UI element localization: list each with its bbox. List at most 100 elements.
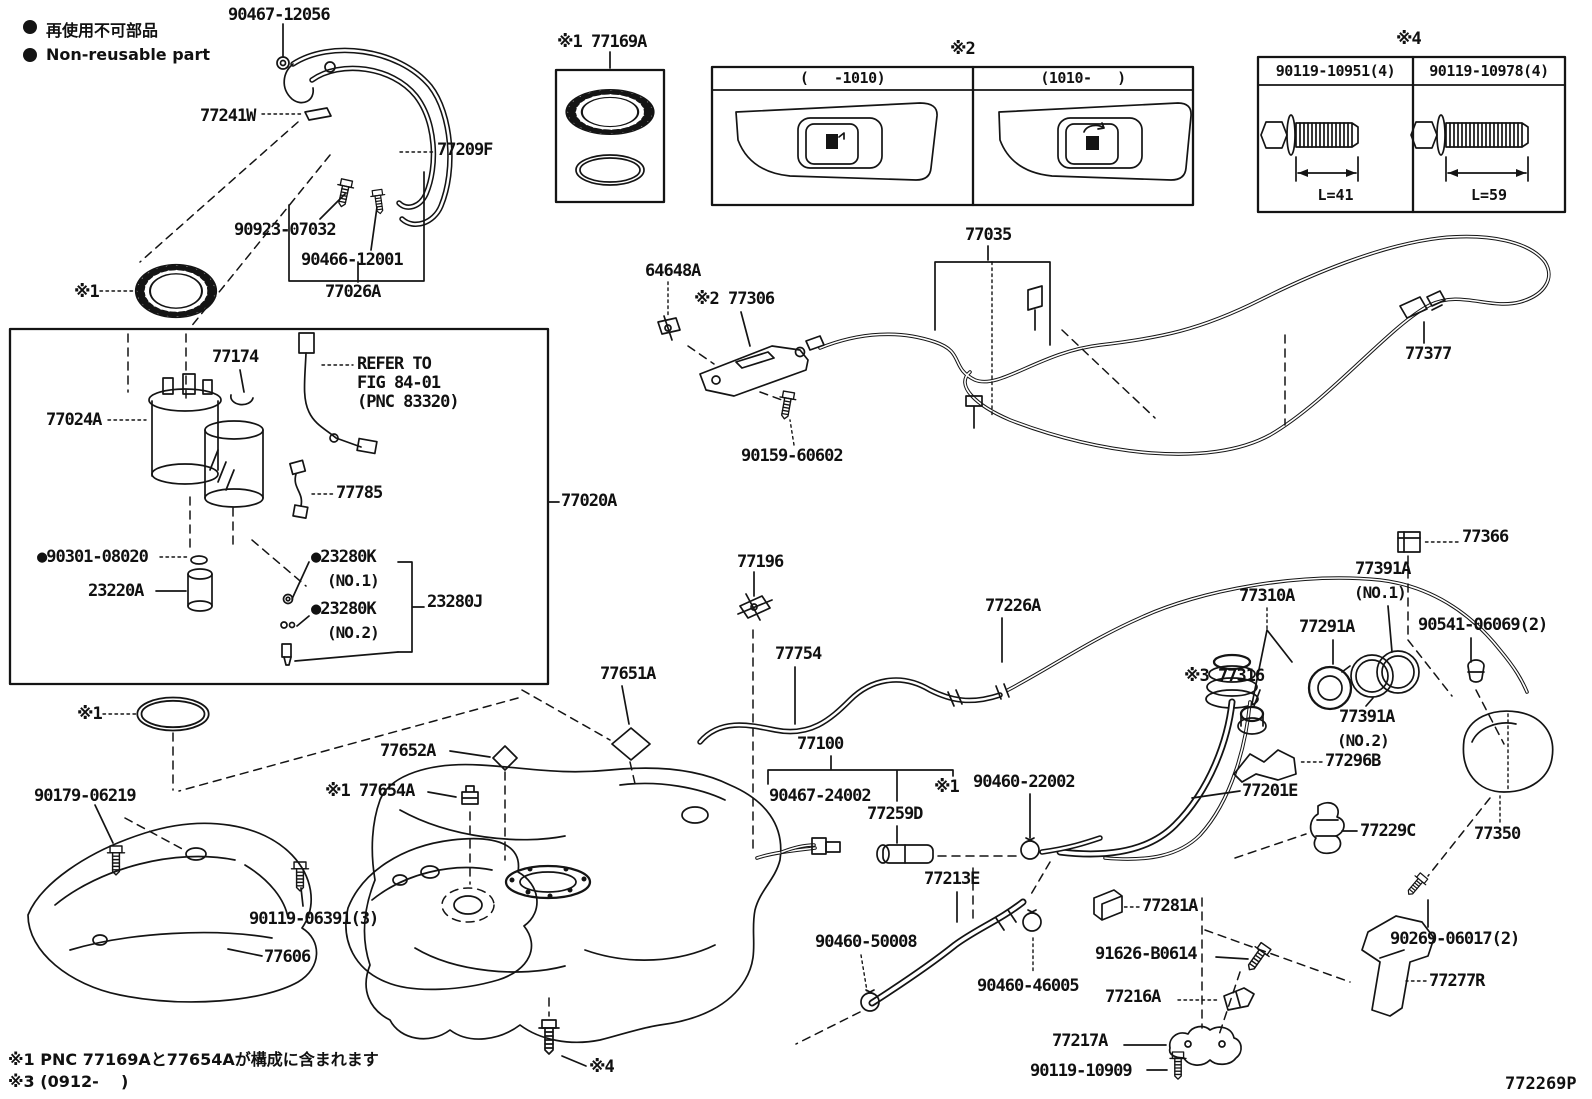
- callout-77259D[interactable]: 77259D: [867, 804, 923, 824]
- callout-77306[interactable]: ※2 77306: [694, 289, 775, 309]
- air-duct-77277R: [1361, 915, 1435, 1017]
- callout-77316[interactable]: ※3 77316: [1184, 666, 1265, 686]
- leader-lines: [94, 23, 1501, 1071]
- inset-pump-ring-label[interactable]: ※1 77169A: [557, 32, 647, 52]
- inset-bolt-left-length: L=41: [1317, 186, 1354, 204]
- tank-band-bolt-ref4: [538, 997, 560, 1055]
- callout-90467-12056[interactable]: 90467-12056: [228, 5, 331, 25]
- callout-77216A[interactable]: 77216A: [1105, 987, 1161, 1007]
- inset-boxes: [8, 55, 1567, 686]
- callout-77201E[interactable]: 77201E: [1242, 781, 1298, 801]
- callout-90460-50008[interactable]: 90460-50008: [815, 932, 918, 952]
- callout-77281A[interactable]: 77281A: [1142, 896, 1198, 916]
- tank-seal-oring: [124, 696, 519, 852]
- callout-91626-B0614[interactable]: 91626-B0614: [1095, 944, 1198, 964]
- cable-connector-77377: [1399, 290, 1446, 319]
- callout-90541-06069[interactable]: 90541-06069(2): [1418, 615, 1548, 635]
- inset-lid-left-header: ( -1010): [799, 69, 886, 87]
- callout-77217A[interactable]: 77217A: [1052, 1031, 1108, 1051]
- callout-77277R[interactable]: 77277R: [1429, 971, 1485, 991]
- filler-hose-77213E: [795, 898, 1042, 1045]
- callout-77754[interactable]: 77754: [775, 644, 822, 664]
- breather-hose-77209F: [139, 47, 453, 329]
- fuel-tube-cluster: [767, 755, 1103, 921]
- callout-90460-46005[interactable]: 90460-46005: [977, 976, 1080, 996]
- grommet-90541: [1467, 659, 1505, 745]
- inset-bolt-right-part[interactable]: 90119-10978(4): [1429, 62, 1549, 80]
- inset-lid-label: ※2: [950, 39, 976, 59]
- nonreusable-bullet-icon: [23, 20, 37, 62]
- lid-lock-control-cable-77035: [794, 234, 1551, 456]
- ref-mark-4-bottom: ※4: [589, 1057, 615, 1077]
- inset-lid-right-header: (1010- ): [1040, 69, 1126, 87]
- callout-23280K-no1[interactable]: ●23280K: [311, 547, 377, 567]
- callout-90119-06391[interactable]: 90119-06391(3): [249, 909, 379, 929]
- ref-mark-1-top: ※1: [74, 282, 100, 302]
- drawing-number: 772269P: [1505, 1074, 1577, 1094]
- bottom-right-hardware: [1093, 889, 1351, 1080]
- lock-ring-top: [136, 264, 216, 317]
- callout-77606[interactable]: 77606: [264, 947, 311, 967]
- callout-23220A[interactable]: 23220A: [88, 581, 144, 601]
- filler-cap-and-seals: [1237, 607, 1420, 735]
- legend-nonreusable-jp: 再使用不可部品: [46, 21, 159, 40]
- callout-77652A[interactable]: 77652A: [380, 741, 436, 761]
- callout-77213E[interactable]: 77213E: [924, 869, 980, 889]
- callout-23280K-no2[interactable]: ●23280K: [311, 599, 377, 619]
- callout-77785[interactable]: 77785: [336, 483, 383, 503]
- callout-77024A[interactable]: 77024A: [46, 410, 102, 430]
- callout-23280K-no1-suffix: (NO.1): [327, 571, 380, 590]
- callout-90179-06219[interactable]: 90179-06219: [34, 786, 137, 806]
- ref-mark-1-mid: ※1: [934, 777, 960, 797]
- callout-23280K-no2-suffix: (NO.2): [327, 623, 380, 642]
- inset-bolt-right-length: L=59: [1470, 186, 1508, 204]
- filler-protector-77350: [1402, 710, 1554, 900]
- callout-64648A[interactable]: 64648A: [645, 261, 701, 281]
- callout-77654A[interactable]: ※1 77654A: [325, 781, 415, 801]
- callout-77035[interactable]: 77035: [965, 225, 1012, 245]
- callout-77651A[interactable]: 77651A: [600, 664, 656, 684]
- callout-77100[interactable]: 77100: [797, 734, 844, 754]
- callout-90269-06017[interactable]: 90269-06017(2): [1390, 929, 1520, 949]
- callout-77366[interactable]: 77366: [1462, 527, 1509, 547]
- callout-77174[interactable]: 77174: [212, 347, 259, 367]
- inset-fuel-lid-switch-early: [735, 102, 938, 181]
- callout-90460-22002[interactable]: 90460-22002: [973, 772, 1076, 792]
- ref-mark-1-oring: ※1: [77, 704, 103, 724]
- callout-77209F[interactable]: 77209F: [437, 140, 493, 160]
- callout-77026A[interactable]: 77026A: [325, 282, 381, 302]
- callout-90466-12001[interactable]: 90466-12001: [301, 250, 404, 270]
- fuel-tank-body: [363, 763, 817, 1044]
- callout-77391A-no1[interactable]: 77391A: [1355, 559, 1411, 579]
- callout-77350[interactable]: 77350: [1474, 824, 1521, 844]
- tube-clamp-77196: [737, 593, 773, 851]
- callout-77226A[interactable]: 77226A: [985, 596, 1041, 616]
- footnote-1: ※1 PNC 77169Aと77654Aが構成に含まれます: [8, 1050, 379, 1069]
- callout-77291A[interactable]: 77291A: [1299, 617, 1355, 637]
- callout-77296B[interactable]: 77296B: [1325, 751, 1381, 771]
- callout-77229C[interactable]: 77229C: [1360, 821, 1416, 841]
- callout-77241W[interactable]: 77241W: [200, 106, 256, 126]
- pipe-bracket-77296B: [1233, 749, 1297, 783]
- inset-bolt-left-part[interactable]: 90119-10951(4): [1275, 62, 1396, 80]
- callout-90119-10909[interactable]: 90119-10909: [1030, 1061, 1133, 1081]
- callout-90159-60602[interactable]: 90159-60602: [741, 446, 844, 466]
- inset-fuel-lid-switch-late: [998, 102, 1192, 181]
- heat-shield-77606: [27, 822, 318, 1003]
- gasket-77652A: [492, 745, 518, 861]
- callout-90301-08020[interactable]: ●90301-08020: [37, 547, 149, 567]
- callout-90467-24002[interactable]: 90467-24002: [769, 786, 872, 806]
- inset-bolts-label: ※4: [1396, 29, 1422, 49]
- tank-lower-shield: [345, 785, 538, 991]
- callout-77310A[interactable]: 77310A: [1239, 586, 1295, 606]
- callout-23280J[interactable]: 23280J: [427, 592, 483, 612]
- callout-77196[interactable]: 77196: [737, 552, 784, 572]
- callout-90923-07032[interactable]: 90923-07032: [234, 220, 337, 240]
- callout-77020A[interactable]: 77020A: [561, 491, 617, 511]
- refer-note-line2: FIG 84-01: [357, 373, 441, 393]
- fuel-hose-77754: [697, 677, 1010, 745]
- callout-77377[interactable]: 77377: [1405, 344, 1452, 364]
- gasket-77651A: [521, 689, 651, 789]
